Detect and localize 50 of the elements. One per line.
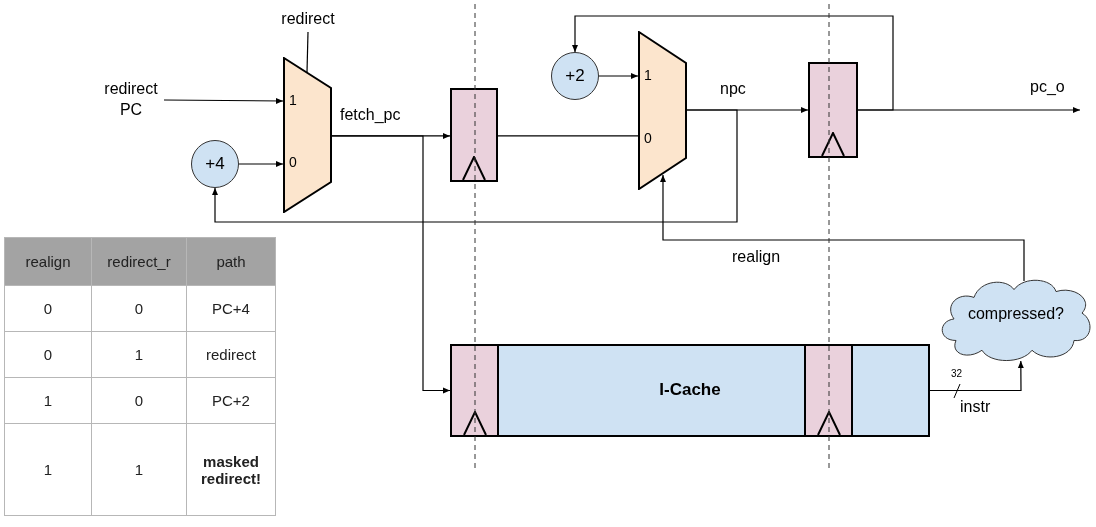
header-cell: redirect_r bbox=[91, 237, 187, 286]
arrow bbox=[331, 135, 451, 394]
table-cell: 1 bbox=[91, 331, 187, 378]
pipeline-register bbox=[450, 344, 499, 437]
signal-line bbox=[497, 135, 639, 137]
cache-block bbox=[450, 344, 930, 437]
edge-label: instr bbox=[960, 398, 991, 416]
header-cell: realign bbox=[4, 237, 92, 286]
arrow bbox=[238, 161, 284, 167]
arrow bbox=[212, 109, 738, 223]
port-label: 0 bbox=[644, 130, 652, 146]
port-label: 1 bbox=[289, 92, 297, 108]
multiplexer bbox=[638, 31, 687, 190]
table-cell: 0 bbox=[91, 285, 187, 332]
pipeline-register bbox=[808, 62, 858, 158]
table-cell: PC+2 bbox=[186, 377, 276, 424]
arrow bbox=[572, 15, 894, 111]
table-cell: 0 bbox=[4, 331, 92, 378]
port-label: 0 bbox=[289, 154, 297, 170]
arrow bbox=[598, 73, 639, 79]
edge-label: npc bbox=[720, 80, 746, 98]
adder-circle bbox=[551, 52, 599, 100]
table-cell: redirect bbox=[186, 331, 276, 378]
edge-label: fetch_pc bbox=[340, 106, 401, 124]
table-cell: 0 bbox=[4, 285, 92, 332]
pipeline-register bbox=[450, 88, 498, 182]
arrow bbox=[857, 107, 1081, 113]
header-cell: path bbox=[186, 237, 276, 286]
pipeline-register bbox=[804, 344, 853, 437]
table-cell: 1 bbox=[91, 423, 187, 516]
arrow bbox=[929, 360, 1024, 392]
table-cell: 0 bbox=[91, 377, 187, 424]
adder-label: +4 bbox=[205, 154, 225, 174]
signal-label: redirect bbox=[280, 8, 336, 32]
table-cell: 1 bbox=[4, 377, 92, 424]
port-label: 1 bbox=[644, 67, 652, 83]
table-cell: 1 bbox=[4, 423, 92, 516]
arrow bbox=[660, 174, 1025, 282]
table-cell: PC+4 bbox=[186, 285, 276, 332]
signal-line bbox=[306, 31, 309, 73]
multiplexer bbox=[283, 57, 332, 213]
edge-label: realign bbox=[732, 248, 781, 266]
block-title: I-Cache bbox=[658, 380, 722, 400]
adder-circle bbox=[191, 140, 239, 188]
cloud-label: compressed? bbox=[966, 305, 1065, 323]
edge-label: pc_o bbox=[1030, 78, 1065, 96]
table-cell: masked redirect! bbox=[186, 423, 276, 516]
arrow bbox=[163, 97, 284, 104]
signal-label: redirect PC bbox=[98, 78, 164, 122]
adder-label: +2 bbox=[565, 66, 585, 86]
